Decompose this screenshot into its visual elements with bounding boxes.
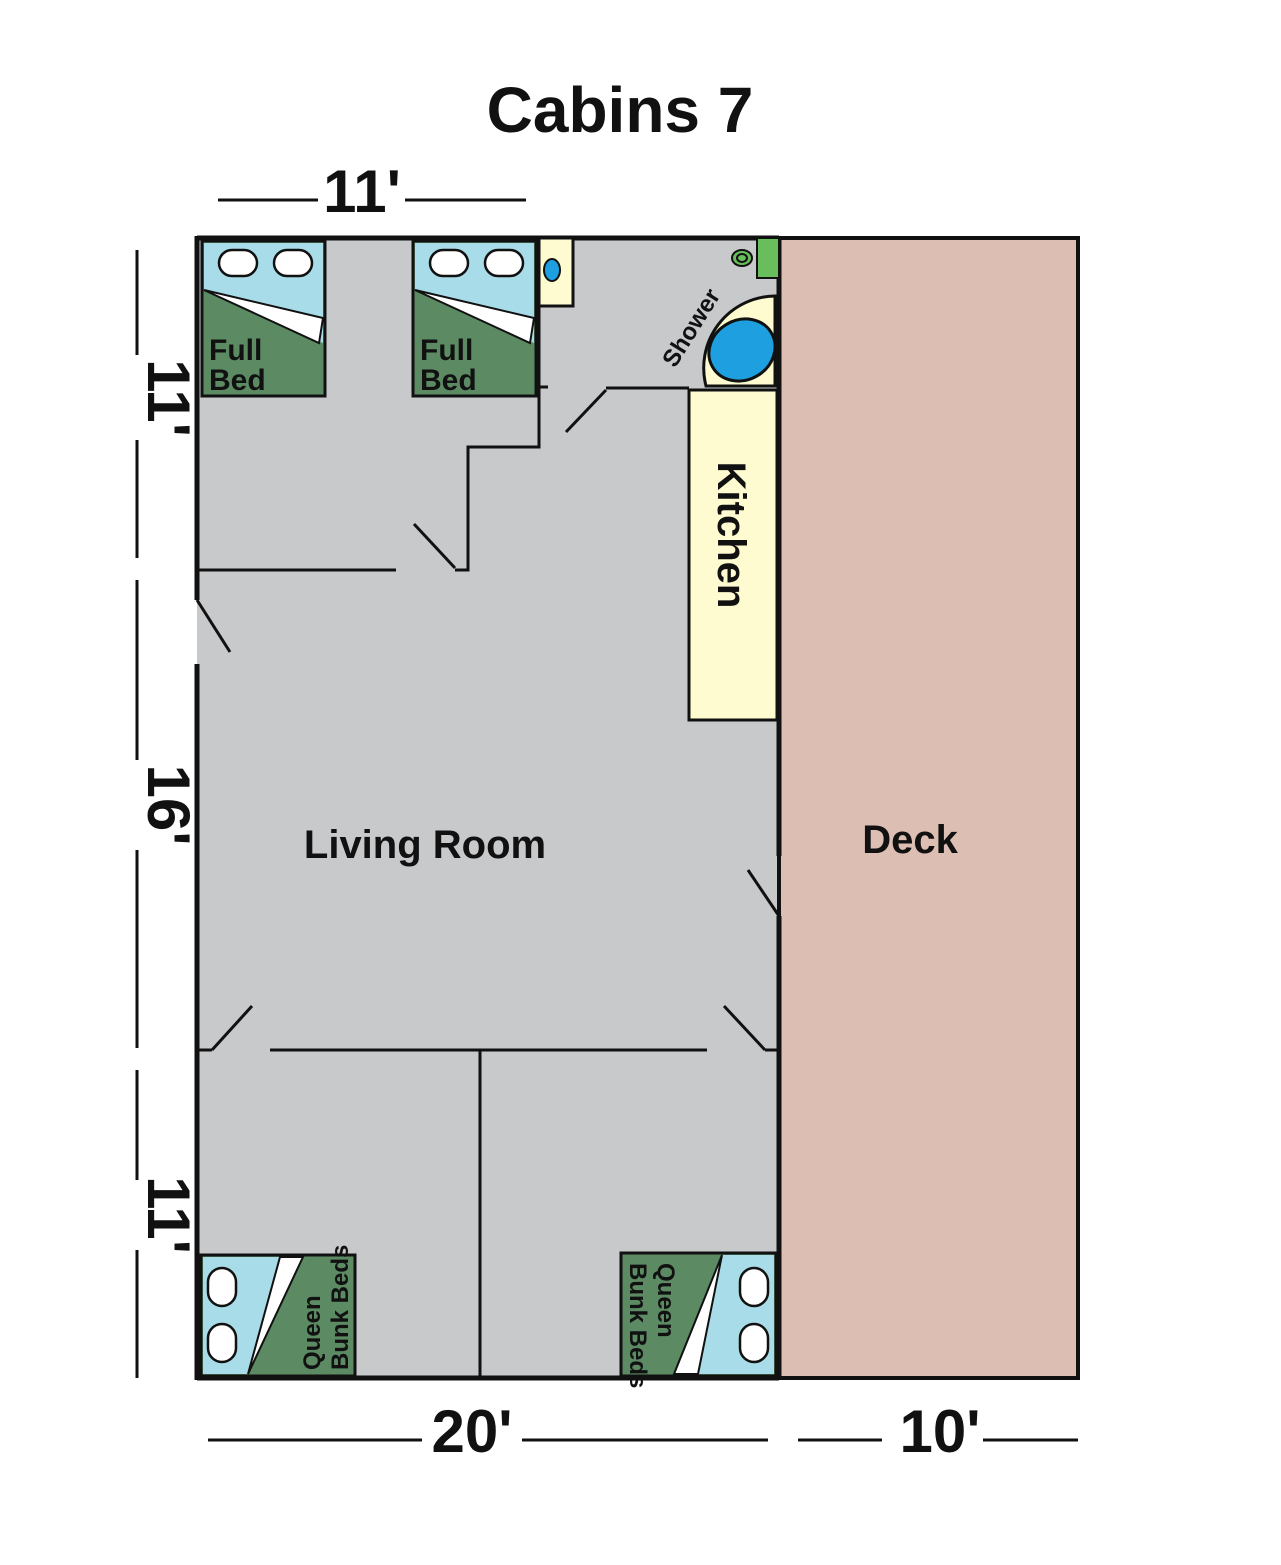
dimension-top: 11' <box>323 158 401 225</box>
dimension-left-middle: 16' <box>135 764 202 845</box>
bunk-bed-1-label-line1: Queen <box>299 1295 326 1370</box>
full-bed-1-label-line2: Bed <box>209 364 266 397</box>
kitchen-label: Kitchen <box>709 462 753 609</box>
water-heater-icon <box>756 237 780 279</box>
full-bed-2-label-line2: Bed <box>420 364 477 397</box>
living-room-label: Living Room <box>304 823 546 867</box>
exterior-walls <box>194 235 782 1381</box>
bunk-bed-1: Queen Bunk Beds <box>199 1245 357 1378</box>
deck-area <box>777 236 1080 1380</box>
full-bed-2: Full Bed <box>411 239 538 398</box>
door-swings <box>195 388 781 1052</box>
bunk-bed-2-label-line1: Queen <box>652 1263 679 1338</box>
dimension-left-bottom: 11' <box>135 1176 202 1254</box>
cabin-floor <box>197 238 779 1378</box>
bunk-bed-2: Queen Bunk Beds <box>619 1251 778 1388</box>
interior-walls <box>197 238 779 1378</box>
sink-icon <box>543 258 561 282</box>
bunk-bed-1-label-line2: Bunk Beds <box>327 1245 354 1370</box>
dimension-lines <box>135 198 1078 1442</box>
full-bed-2-label-line1: Full <box>420 334 473 367</box>
kitchen-counter <box>687 388 779 722</box>
full-bed-1-label-line1: Full <box>209 334 262 367</box>
full-bed-1: Full Bed <box>200 239 327 398</box>
tub-icon <box>707 317 777 383</box>
toilet-bowl-icon <box>736 253 748 263</box>
plan-title: Cabins 7 <box>487 74 754 146</box>
dimension-left-top: 11' <box>135 359 202 437</box>
bunk-bed-2-label-line2: Bunk Beds <box>624 1263 651 1388</box>
deck-label: Deck <box>862 818 958 862</box>
dimension-bottom-main: 20' <box>431 1398 512 1465</box>
dimension-bottom-deck: 10' <box>899 1398 980 1465</box>
toilet-icon <box>731 249 753 267</box>
